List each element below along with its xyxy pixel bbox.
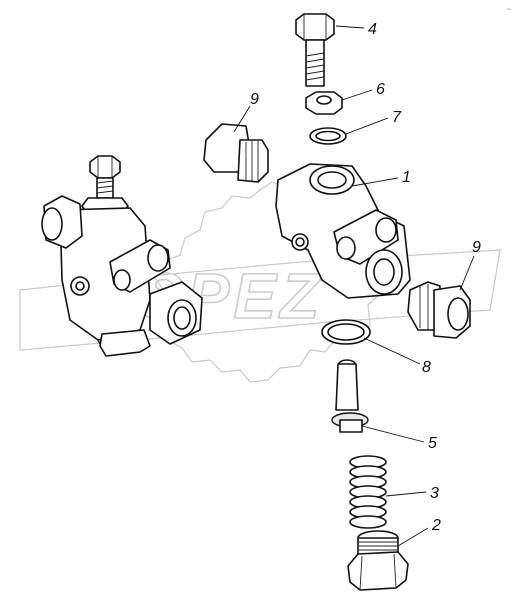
assembled-valve (41, 155, 203, 357)
part-fitting-upper (203, 123, 269, 183)
part-plug-nut (347, 530, 409, 591)
callout-3: 3 (430, 485, 439, 502)
part-spring (349, 455, 387, 529)
part-washer (309, 127, 347, 145)
callout-5: 5 (428, 435, 437, 452)
part-bolt (295, 13, 335, 87)
part-sealing-ring (321, 319, 371, 345)
callout-1: 1 (402, 169, 411, 186)
part-valve-stem (331, 359, 369, 433)
callout-4: 4 (368, 21, 377, 38)
part-lock-nut (305, 91, 343, 115)
callout-2: 2 (431, 517, 441, 534)
callout-9-right: 9 (472, 239, 481, 256)
corner-mark: ~ (506, 4, 511, 14)
callout-7: 7 (392, 109, 402, 126)
leader-lines (233, 25, 475, 547)
callout-6: 6 (376, 81, 385, 98)
callout-8: 8 (422, 359, 431, 376)
callout-9-upper: 9 (250, 91, 259, 108)
part-fitting-right (407, 281, 471, 339)
part-valve-body (275, 163, 411, 299)
